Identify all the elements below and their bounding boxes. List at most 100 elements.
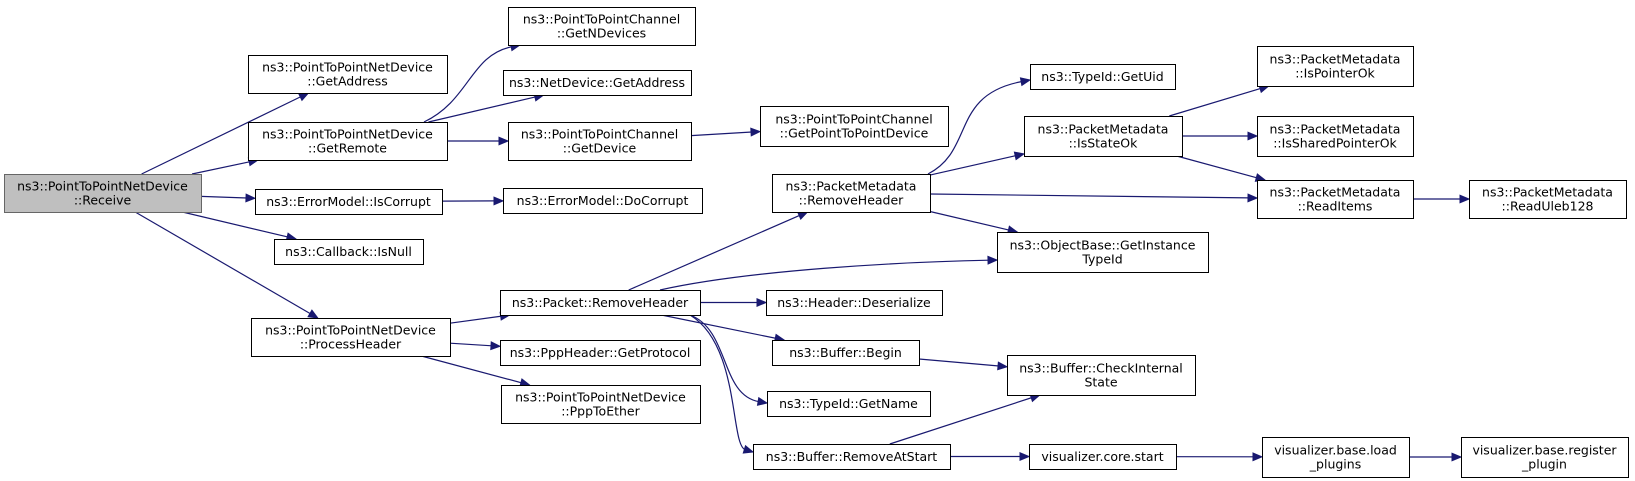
node-getp2pdevice[interactable]: ns3::PointToPointChannel::GetPointToPoin…	[760, 106, 949, 147]
node-box	[1257, 116, 1414, 157]
node-isnull[interactable]: ns3::Callback::IsNull	[274, 239, 424, 265]
node-box	[1029, 444, 1177, 470]
node-label-line: _plugins	[1309, 457, 1361, 472]
node-box	[1030, 64, 1176, 90]
node-label-line: ::GetPointToPointDevice	[780, 126, 929, 141]
node-label-line: ns3::PointToPointChannel	[523, 12, 680, 27]
node-label-line: _plugin	[1521, 457, 1567, 472]
node-label-line: ns3::ObjectBase::GetInstance	[1010, 238, 1196, 253]
node-getdevice[interactable]: ns3::PointToPointChannel::GetDevice	[508, 122, 692, 161]
edges	[134, 42, 1471, 462]
node-deserialize[interactable]: ns3::Header::Deserialize	[766, 290, 943, 316]
edge-root-to-isnull	[182, 211, 298, 242]
node-box	[251, 318, 451, 357]
node-label-line: ns3::PointToPointNetDevice	[515, 390, 686, 405]
node-box	[248, 55, 448, 94]
edge-buffer_begin-to-checkinternalstate	[918, 358, 1009, 371]
node-label-line: ::GetRemote	[308, 141, 387, 156]
node-label-line: ::RemoveHeader	[799, 193, 905, 208]
node-docorrupt[interactable]: ns3::ErrorModel::DoCorrupt	[503, 188, 703, 214]
edge-root-to-processheader	[134, 211, 319, 319]
node-getaddress-p2p[interactable]: ns3::PointToPointNetDevice::GetAddress	[248, 55, 448, 94]
node-box	[1469, 180, 1627, 219]
node-box	[508, 7, 696, 46]
node-buffer-begin[interactable]: ns3::Buffer::Begin	[772, 340, 920, 366]
node-box	[767, 391, 931, 417]
node-label-line: ::IsSharedPointerOk	[1273, 136, 1397, 151]
node-box	[503, 188, 703, 214]
node-box	[248, 122, 448, 161]
node-typeid-getuid[interactable]: ns3::TypeId::GetUid	[1030, 64, 1176, 90]
node-box	[1461, 437, 1629, 478]
node-issharedpointerok[interactable]: ns3::PacketMetadata::IsSharedPointerOk	[1257, 116, 1414, 157]
node-box	[1007, 355, 1196, 396]
node-label-line: ns3::PppHeader::GetProtocol	[510, 345, 691, 360]
node-box	[501, 385, 701, 424]
node-box	[772, 174, 931, 213]
node-label-line: ns3::PacketMetadata	[1270, 52, 1401, 67]
node-box	[274, 239, 424, 265]
node-packet-removeheader[interactable]: ns3::Packet::RemoveHeader	[500, 290, 701, 316]
node-removeatstart[interactable]: ns3::Buffer::RemoveAtStart	[753, 444, 951, 470]
node-label-line: ns3::ErrorModel::DoCorrupt	[517, 193, 689, 208]
node-netdev-getaddress[interactable]: ns3::NetDevice::GetAddress	[503, 70, 692, 96]
node-box	[997, 232, 1209, 273]
node-root: ns3::PointToPointNetDevice::Receive	[4, 174, 202, 213]
node-label-line: ns3::TypeId::GetName	[779, 396, 918, 411]
node-label-line: ::GetAddress	[307, 74, 387, 89]
node-ispointerok[interactable]: ns3::PacketMetadata::IsPointerOk	[1257, 46, 1414, 87]
node-label-line: ns3::ErrorModel::IsCorrupt	[266, 194, 431, 209]
node-label-line: ns3::PacketMetadata	[1270, 185, 1401, 200]
edge-isstateok-to-readitems	[1176, 155, 1267, 182]
node-label-line: ::IsStateOk	[1069, 136, 1139, 151]
node-box	[1257, 46, 1414, 87]
node-label-line: ::ProcessHeader	[300, 337, 402, 352]
edge-pm_removeheader-to-getinstancetypeid	[929, 210, 1019, 235]
node-getndevices[interactable]: ns3::PointToPointChannel::GetNDevices	[508, 7, 696, 46]
node-load-plugins[interactable]: visualizer.base.load_plugins	[1262, 437, 1410, 478]
node-box	[503, 70, 692, 96]
node-label-line: ns3::PointToPointNetDevice	[265, 323, 436, 338]
node-box	[500, 290, 701, 316]
node-box	[1257, 180, 1414, 219]
node-getprotocol[interactable]: ns3::PppHeader::GetProtocol	[500, 340, 701, 366]
node-register-plugin[interactable]: visualizer.base.register_plugin	[1461, 437, 1629, 478]
node-label-line: ::PppToEther	[561, 404, 640, 419]
edge-readitems-to-readuleb128	[1413, 194, 1471, 204]
node-isstateok[interactable]: ns3::PacketMetadata::IsStateOk	[1024, 116, 1183, 157]
node-box	[766, 290, 943, 316]
node-label-line: ns3::PointToPointNetDevice	[262, 127, 433, 142]
node-box	[772, 340, 920, 366]
node-label-line: ns3::Callback::IsNull	[285, 244, 412, 259]
node-getremote[interactable]: ns3::PointToPointNetDevice::GetRemote	[248, 122, 448, 161]
node-core-start[interactable]: visualizer.core.start	[1029, 444, 1177, 470]
node-label-line: ns3::PointToPointNetDevice	[262, 60, 433, 75]
node-label-line: ns3::Buffer::Begin	[789, 345, 902, 360]
node-label-line: ns3::PointToPointNetDevice	[17, 179, 188, 194]
node-readuleb128[interactable]: ns3::PacketMetadata::ReadUleb128	[1469, 180, 1627, 219]
edge-packet_removeheader-to-pm_removeheader	[628, 211, 809, 291]
node-label-line: visualizer.base.register	[1472, 443, 1617, 458]
node-box	[508, 122, 692, 161]
edge-packet_removeheader-to-buffer_begin	[661, 314, 786, 343]
node-processheader[interactable]: ns3::PointToPointNetDevice::ProcessHeade…	[251, 318, 451, 357]
node-box	[760, 106, 949, 147]
node-pm-removeheader[interactable]: ns3::PacketMetadata::RemoveHeader	[772, 174, 931, 213]
node-ppptoether[interactable]: ns3::PointToPointNetDevice::PppToEther	[501, 385, 701, 424]
node-label-line: ns3::PacketMetadata	[1038, 122, 1169, 137]
node-label-line: ns3::PacketMetadata	[1270, 122, 1401, 137]
node-label-line: ns3::PacketMetadata	[786, 179, 917, 194]
edge-packet_removeheader-to-deserialize	[700, 297, 768, 308]
edge-packet_removeheader-to-typeid_getname	[689, 314, 769, 406]
node-label-line: ::Receive	[74, 193, 132, 208]
node-label-line: ::ReadItems	[1298, 199, 1373, 214]
edge-isstateok-to-issharedpointerok	[1182, 131, 1259, 141]
edge-iscorrupt-to-docorrupt	[441, 196, 505, 206]
node-typeid-getname[interactable]: ns3::TypeId::GetName	[767, 391, 931, 417]
node-iscorrupt[interactable]: ns3::ErrorModel::IsCorrupt	[255, 189, 443, 215]
node-label-line: ns3::PacketMetadata	[1482, 185, 1613, 200]
node-readitems[interactable]: ns3::PacketMetadata::ReadItems	[1257, 180, 1414, 219]
